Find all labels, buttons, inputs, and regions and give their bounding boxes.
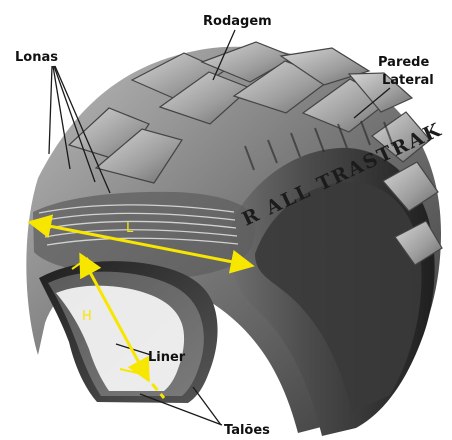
sidewall-label-line-1: Parede xyxy=(378,55,429,70)
height-label: H xyxy=(82,309,92,324)
width-label: L xyxy=(126,221,134,236)
plies-label: Lonas xyxy=(15,50,58,65)
liner-label: Liner xyxy=(148,350,186,365)
tread-label: Rodagem xyxy=(203,14,272,29)
sidewall-label-line-2: Lateral xyxy=(382,73,434,88)
beads-label: Talões xyxy=(224,423,270,438)
